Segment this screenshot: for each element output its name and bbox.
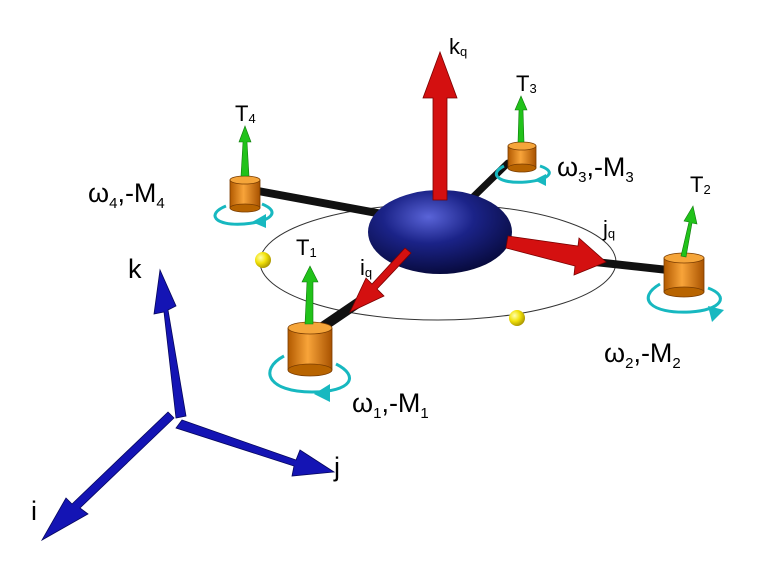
rotor-2-label: ω2,-M2: [604, 338, 681, 372]
thrust-arrow-3: [514, 95, 528, 143]
thrust-label-1: T1: [296, 235, 317, 260]
rotor-4-label: ω4,-M4: [88, 178, 165, 212]
quad-iq-label: iq: [360, 255, 373, 280]
thrust-arrow-4: [238, 125, 252, 177]
marker-right: [509, 310, 525, 326]
rotation-arrow-3: [495, 164, 551, 186]
arm-4: [254, 187, 386, 218]
motor-4: [229, 175, 261, 213]
body-frame-arrows: [40, 268, 336, 542]
body-j-label: j: [334, 452, 340, 482]
marker-left: [255, 252, 271, 268]
rotation-arrow-1: [268, 354, 351, 402]
body-i-arrow: [40, 411, 175, 542]
quad-iq-arrow: [349, 247, 412, 313]
thrust-label-2: T2: [690, 172, 711, 197]
thrust-label-4: T4: [235, 101, 256, 126]
motor-2: [663, 252, 705, 298]
motor-3: [507, 141, 537, 173]
thrust-arrows: [238, 95, 698, 325]
body-i-label: i: [31, 496, 37, 526]
body-j-arrow: [175, 419, 336, 477]
quad-jq-arrow: [505, 235, 607, 276]
quad-frame-arrows: [349, 50, 607, 313]
body-k-arrow: [153, 268, 187, 419]
quad-kq-arrow: [422, 50, 458, 201]
thrust-arrow-1: [301, 265, 319, 325]
rotor-3-label: ω3,-M3: [557, 152, 634, 186]
motors: [229, 141, 705, 377]
rotation-arrow-4: [213, 202, 274, 228]
arm-2: [591, 258, 672, 274]
thrust-label-3: T3: [516, 71, 537, 96]
quad-jq-label: jq: [603, 216, 616, 241]
quad-kq-label: kq: [449, 34, 468, 59]
rotation-arrow-2: [646, 282, 724, 322]
rotation-arrows: [213, 164, 724, 402]
thrust-arrow-2: [680, 205, 698, 258]
rotor-1-label: ω1,-M1: [352, 388, 429, 422]
motor-1: [287, 321, 333, 377]
quad-body: [368, 190, 512, 274]
body-k-label: k: [128, 254, 142, 284]
